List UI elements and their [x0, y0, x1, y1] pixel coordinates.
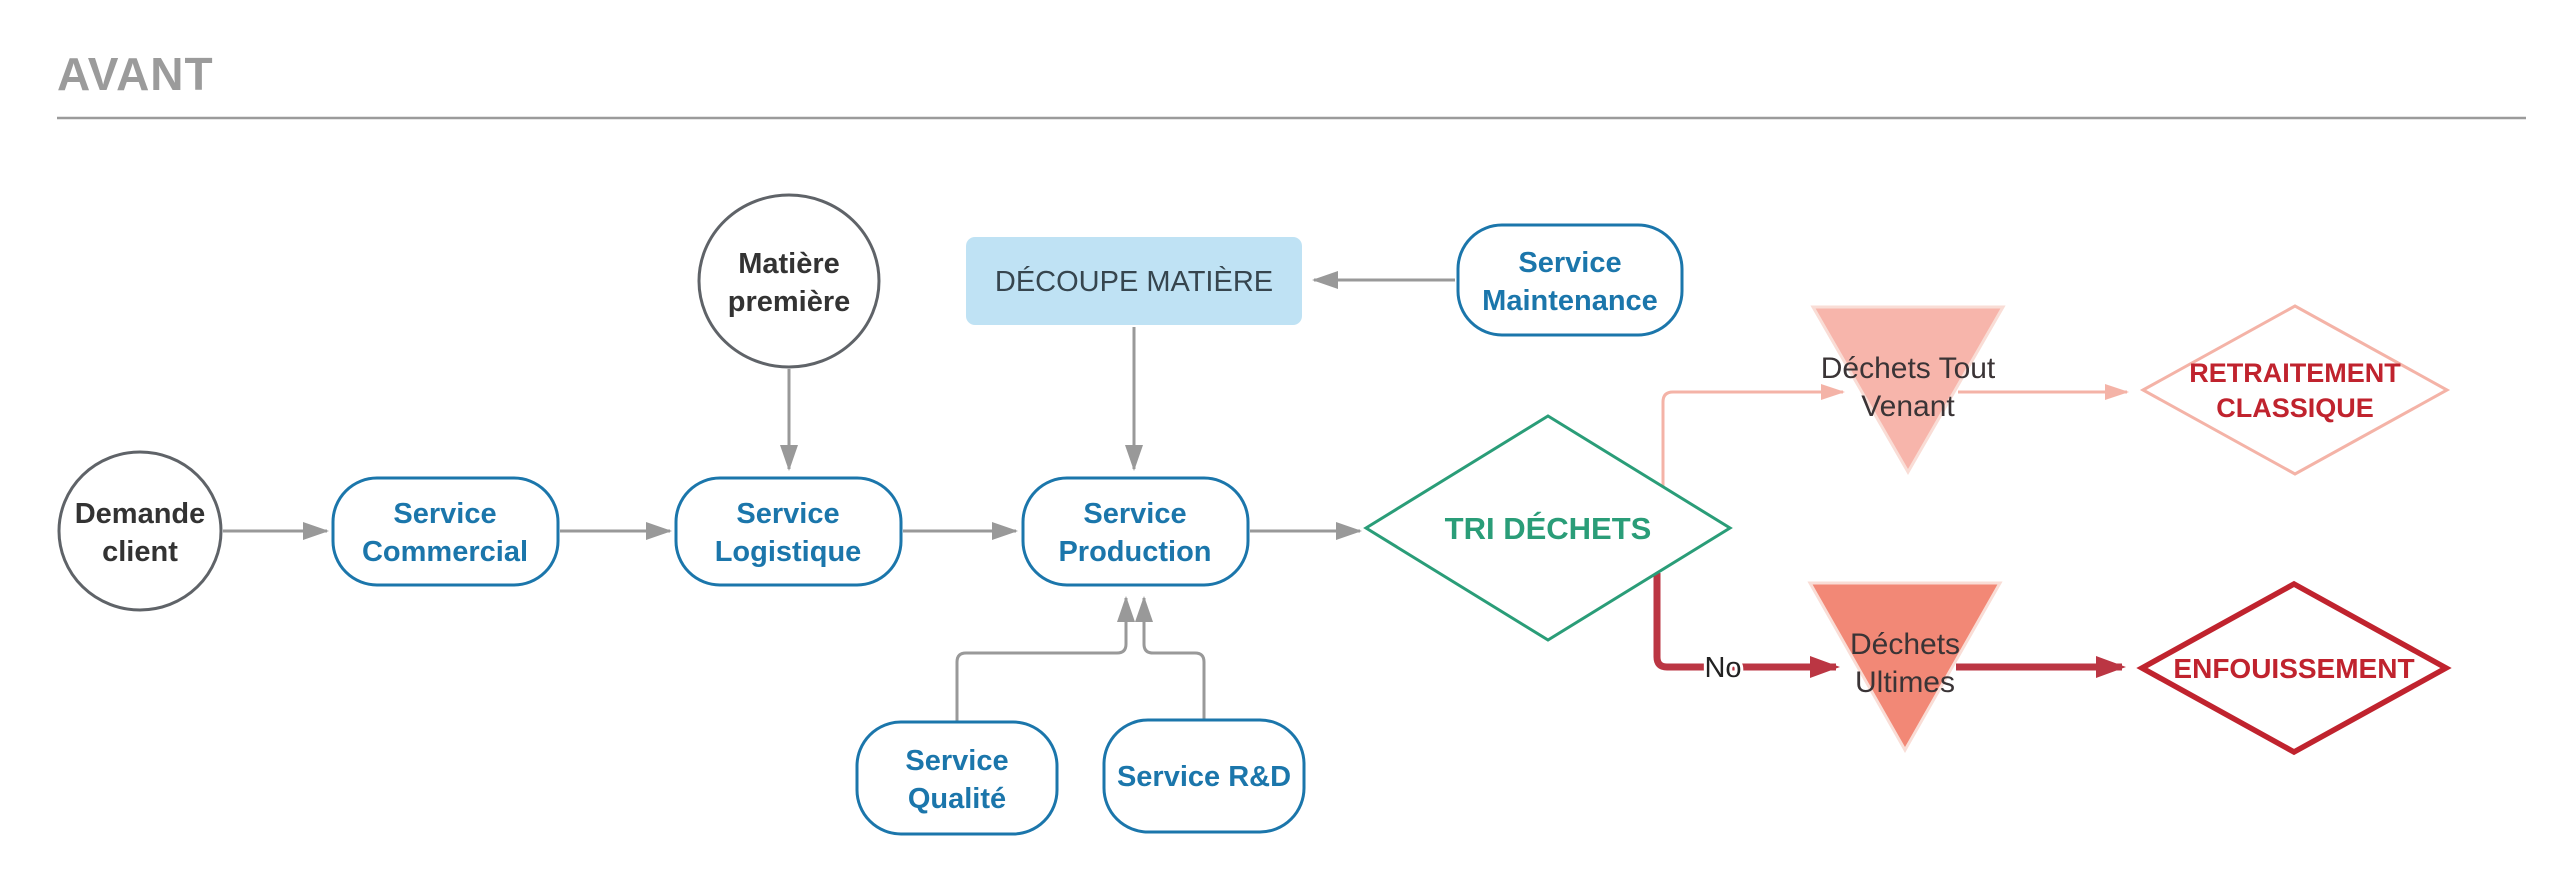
- connectors-pink: [1661, 384, 2129, 486]
- node-service-production: Service Production: [1021, 476, 1250, 587]
- service-maintenance-label-line2: Maintenance: [1482, 285, 1658, 317]
- demande-client-label-line2: client: [102, 536, 178, 568]
- edge-tri-to-ultimes: [1653, 573, 1840, 678]
- node-dechets-ultimes: Déchets Ultimes: [1807, 581, 2003, 754]
- retraitement-classique-label-line2: CLASSIQUE: [2216, 393, 2374, 423]
- service-qualite-label-line2: Qualité: [908, 783, 1006, 815]
- retraitement-classique-label-line1: RETRAITEMENT: [2189, 358, 2401, 388]
- dechets-tout-venant-label-line1: Déchets Tout: [1821, 352, 1996, 385]
- service-logistique-label-line2: Logistique: [715, 536, 862, 568]
- dechets-ultimes-label-line1: Déchets: [1850, 628, 1960, 661]
- service-rd-shape: [1102, 718, 1306, 834]
- edge-qualite-to-production: [955, 596, 1135, 722]
- node-matiere-premiere: Matière première: [697, 193, 881, 369]
- retraitement-classique-shape: [2139, 304, 2451, 476]
- dechets-ultimes-label-line2: Ultimes: [1855, 666, 1955, 699]
- node-service-rd: Service R&D: [1102, 718, 1306, 834]
- matiere-premiere-shape: [697, 193, 881, 369]
- decoupe-matiere-label: DÉCOUPE MATIÈRE: [995, 265, 1273, 298]
- node-demande-client: Demande client: [57, 450, 223, 612]
- service-production-shape: [1021, 476, 1250, 587]
- dechets-tout-venant-label-line2: Venant: [1861, 390, 1955, 423]
- service-qualite-label-line1: Service: [905, 745, 1008, 777]
- decoupe-matiere-shape: [966, 237, 1302, 325]
- service-logistique-label-line1: Service: [736, 498, 839, 530]
- connectors-gray: [223, 271, 1455, 722]
- demande-client-shape: [57, 450, 223, 612]
- page-title: AVANT: [57, 48, 214, 100]
- service-rd-label: Service R&D: [1117, 761, 1291, 793]
- service-maintenance-shape: [1456, 223, 1684, 337]
- matiere-premiere-label-line2: première: [728, 286, 851, 318]
- demande-client-label-line1: Demande: [75, 498, 206, 530]
- service-production-label-line1: Service: [1083, 498, 1186, 530]
- service-production-label-line2: Production: [1058, 536, 1211, 568]
- node-dechets-tout-venant: Déchets Tout Venant: [1810, 305, 2006, 476]
- tri-dechets-label: TRI DÉCHETS: [1445, 511, 1652, 546]
- service-commercial-label-line1: Service: [393, 498, 496, 530]
- node-service-maintenance: Service Maintenance: [1456, 223, 1684, 337]
- enfouissement-shape: [2136, 580, 2452, 756]
- node-tri-dechets: TRI DÉCHETS: [1363, 414, 1733, 642]
- service-qualite-shape: [855, 720, 1059, 836]
- matiere-premiere-label-line1: Matière: [738, 248, 840, 280]
- node-enfouissement: ENFOUISSEMENT: [2136, 580, 2452, 756]
- node-service-logistique: Service Logistique: [674, 476, 903, 587]
- service-logistique-shape: [674, 476, 903, 587]
- edge-label-no: No: [1704, 652, 1741, 684]
- connectors-red: [1653, 573, 2126, 678]
- node-retraitement-classique: RETRAITEMENT CLASSIQUE: [2139, 304, 2451, 476]
- edge-rd-to-production: [1135, 596, 1206, 720]
- service-commercial-shape: [331, 476, 560, 587]
- tri-dechets-shape: [1363, 414, 1733, 642]
- dechets-tout-venant-shape: [1810, 305, 2006, 476]
- node-service-commercial: Service Commercial: [331, 476, 560, 587]
- service-maintenance-label-line1: Service: [1518, 247, 1621, 279]
- node-decoupe-matiere: DÉCOUPE MATIÈRE: [966, 237, 1302, 325]
- node-service-qualite: Service Qualité: [855, 720, 1059, 836]
- dechets-ultimes-shape: [1807, 581, 2003, 754]
- edge-tri-to-toutvenant: [1661, 384, 1845, 486]
- service-commercial-label-line2: Commercial: [362, 536, 528, 568]
- enfouissement-label: ENFOUISSEMENT: [2173, 653, 2414, 684]
